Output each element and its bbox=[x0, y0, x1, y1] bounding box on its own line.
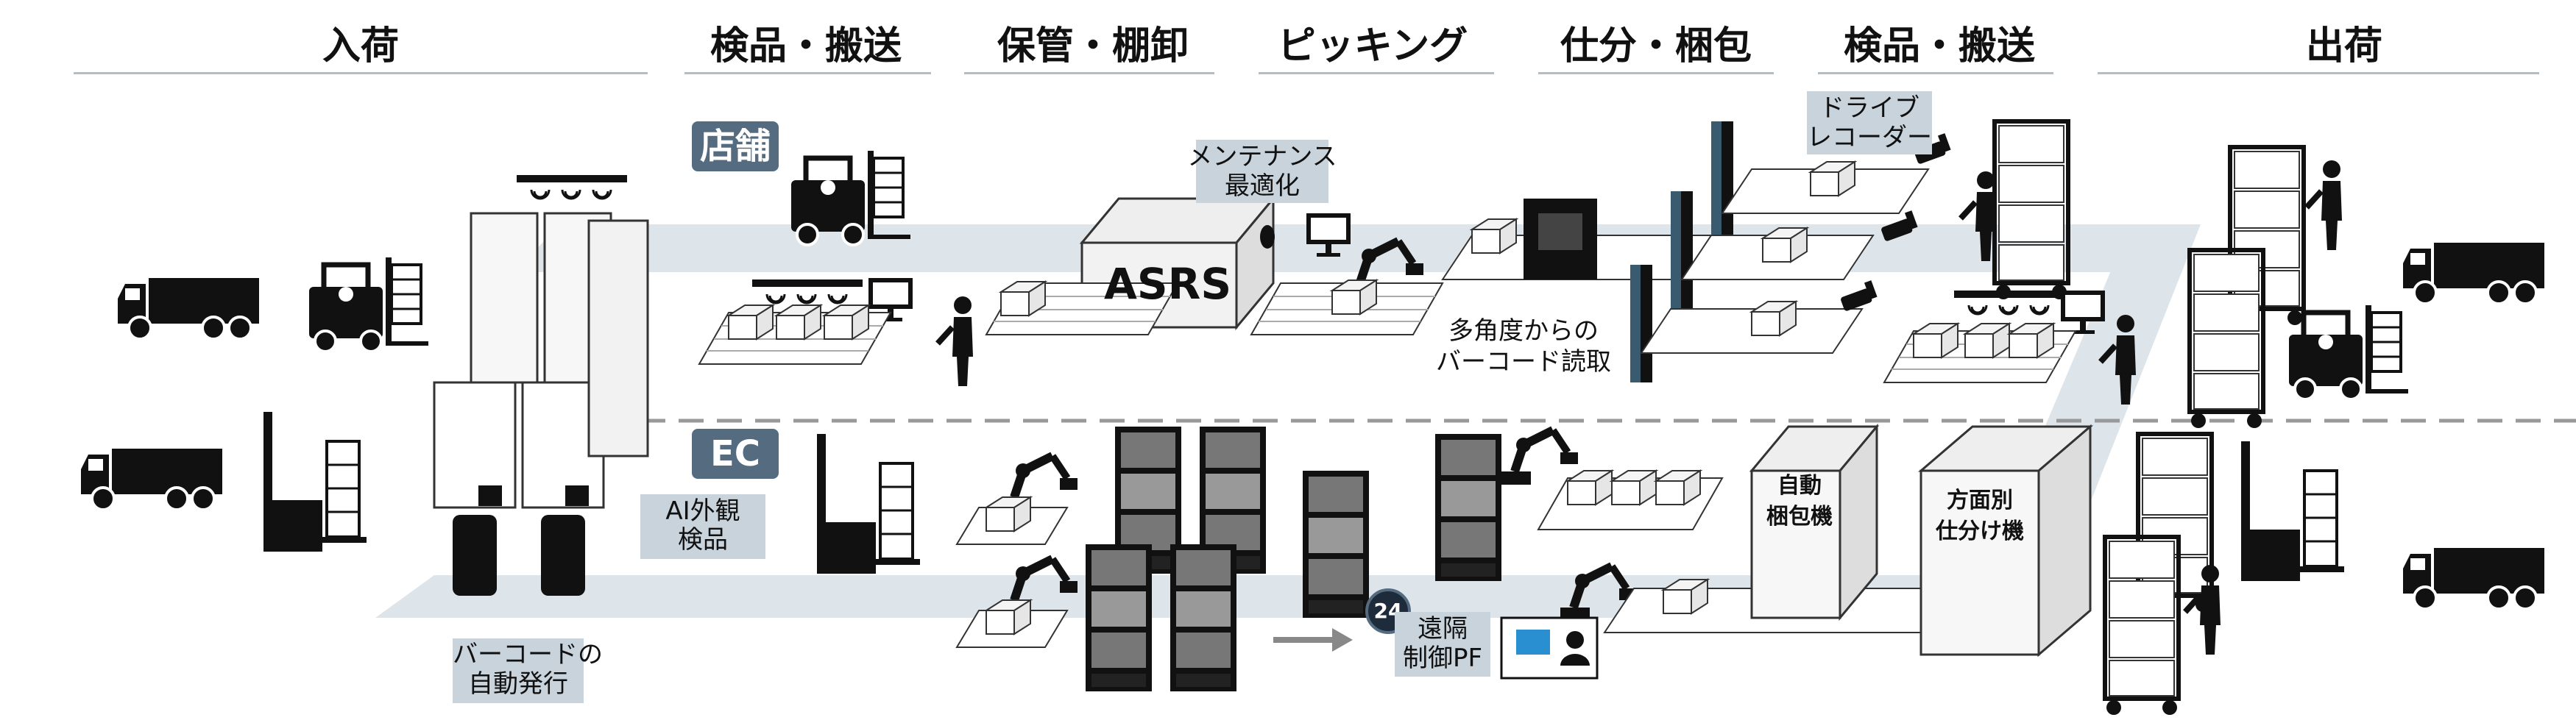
label-background bbox=[453, 638, 584, 703]
rfid-scanner-icon bbox=[515, 174, 629, 200]
rfid-scanner-icon bbox=[1953, 289, 2066, 316]
store-lane-badge: 店舗 bbox=[692, 121, 779, 171]
inbound-truck-icon bbox=[79, 447, 224, 511]
stage-heading: 検品・搬送 bbox=[1843, 24, 2036, 68]
sorter-label: 方面別 bbox=[1947, 488, 2013, 513]
stage-divider bbox=[1818, 72, 2053, 74]
label-background bbox=[1196, 140, 1328, 203]
drive-recorder-label: ドライブ bbox=[1819, 93, 1919, 123]
auto-packing-label: 自動 bbox=[1777, 473, 1822, 499]
stage-heading: 検品・搬送 bbox=[710, 24, 902, 68]
stage-divider bbox=[964, 72, 1214, 74]
reach-truck-icon bbox=[2240, 440, 2346, 583]
rfid-scanner-icon bbox=[751, 278, 864, 304]
camera-icon bbox=[1840, 280, 1878, 312]
drive-recorder-label: レコーダー bbox=[1807, 123, 1932, 152]
remote-control-station bbox=[1500, 616, 1599, 680]
sorter-label: 仕分け機 bbox=[1936, 519, 2024, 544]
asrs-label: ASRS bbox=[1104, 259, 1232, 309]
pallet-stack-icon bbox=[433, 212, 649, 509]
packing-machine-icon bbox=[1524, 199, 1597, 279]
agv-rack-icon bbox=[1435, 434, 1501, 581]
stage-divider bbox=[1259, 72, 1494, 74]
outbound-conveyor bbox=[1883, 323, 2076, 383]
label-background bbox=[640, 494, 765, 559]
ai-inspection-label: 検品 bbox=[678, 525, 728, 555]
ai-inspection-label: AI外観 bbox=[665, 496, 740, 526]
roll-cart-icon bbox=[2105, 537, 2179, 715]
stage-heading: 保管・棚卸 bbox=[997, 24, 1189, 68]
label-background bbox=[1395, 612, 1490, 677]
auto-packing-label: 梱包機 bbox=[1766, 504, 1833, 530]
outbound-truck-icon bbox=[2402, 241, 2546, 305]
auto-packing-machine bbox=[1749, 423, 1880, 622]
worker-icon bbox=[938, 296, 973, 386]
barcode-gate-icon bbox=[1671, 191, 1693, 309]
barcode-issue-label: 自動発行 bbox=[468, 669, 568, 699]
sort-belt bbox=[1721, 161, 1930, 214]
ec-conveyor bbox=[955, 599, 1069, 648]
inspection-conveyor bbox=[698, 304, 891, 365]
store-lane bbox=[515, 224, 2201, 272]
picking-conveyor bbox=[1250, 279, 1443, 335]
barcode-issue-label: バーコードの bbox=[453, 640, 603, 669]
barcode-read-label: バーコード読取 bbox=[1436, 347, 1611, 377]
robot-arm-icon bbox=[1501, 430, 1578, 485]
stage-divider bbox=[74, 72, 648, 74]
forward-arrow bbox=[1273, 628, 1353, 652]
stage-heading: 仕分・梱包 bbox=[1560, 24, 1752, 68]
maintenance-label: 最適化 bbox=[1225, 171, 1300, 201]
forklift-icon bbox=[309, 257, 428, 352]
inbound-truck-icon bbox=[116, 277, 261, 341]
stage-heading: ピッキング bbox=[1277, 24, 1468, 68]
ec-lane-badge: EC bbox=[692, 429, 779, 479]
reach-truck-icon bbox=[815, 432, 921, 575]
stage-heading: 入荷 bbox=[322, 24, 400, 68]
remote-control-label: 制御PF bbox=[1402, 644, 1483, 673]
forklift-icon bbox=[2289, 305, 2408, 399]
agv-rack-icon bbox=[1086, 544, 1152, 691]
maintenance-label: メンテナンス bbox=[1187, 142, 1337, 171]
stage-divider bbox=[1538, 72, 1774, 74]
sort-belt bbox=[1680, 227, 1875, 280]
stage-divider bbox=[684, 72, 931, 74]
sort-belt bbox=[1640, 301, 1864, 354]
agv-rack-icon bbox=[1170, 544, 1236, 691]
remote-control-label: 遠隔 bbox=[1418, 614, 1468, 644]
barcode-gate-icon bbox=[1630, 265, 1652, 382]
reach-truck-icon bbox=[262, 410, 368, 553]
direction-sorter bbox=[1917, 424, 2094, 658]
barcode-read-label: 多角度からの bbox=[1448, 316, 1599, 346]
stage-heading: 出荷 bbox=[2305, 24, 2383, 68]
ec-sort-table bbox=[1537, 470, 1724, 530]
ec-conveyor bbox=[955, 496, 1069, 545]
worker-icon bbox=[2307, 160, 2342, 250]
stage-divider bbox=[2098, 72, 2539, 74]
barcode-printer-icon bbox=[453, 515, 585, 596]
roll-cart-icon bbox=[1995, 121, 2068, 299]
roll-cart-icon bbox=[2190, 250, 2263, 428]
barcode-gate-icon bbox=[1711, 121, 1733, 239]
outbound-truck-icon bbox=[2402, 546, 2546, 610]
agv-rack-icon bbox=[1303, 471, 1369, 618]
label-background bbox=[1807, 91, 1932, 154]
